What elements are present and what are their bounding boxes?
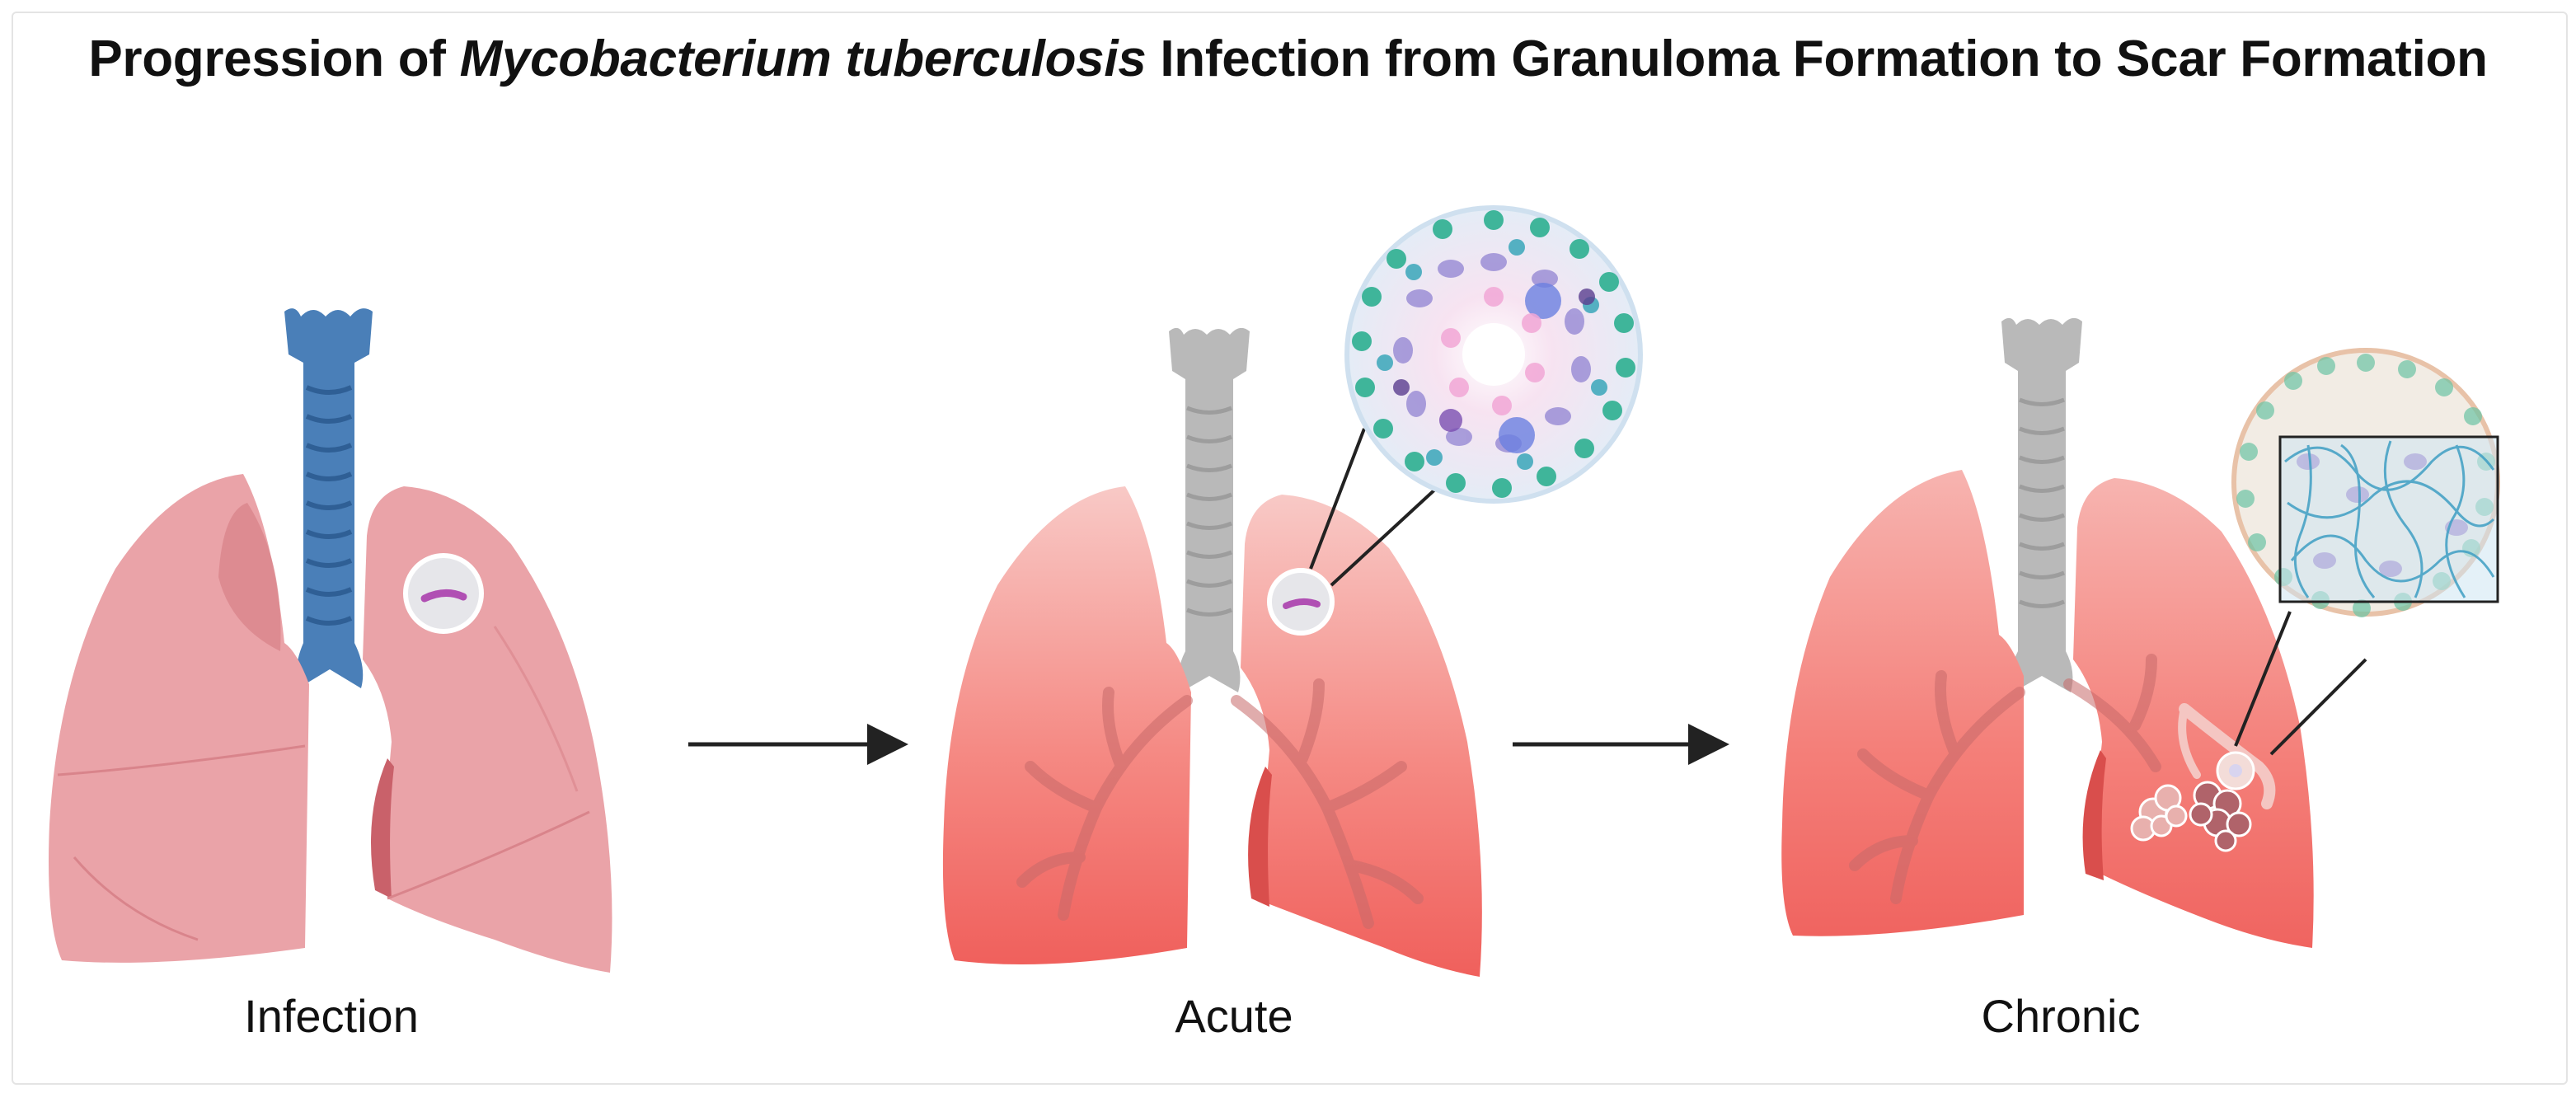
title-prefix: Progression of [88, 30, 460, 87]
fibrosis-zoom-icon [2231, 348, 2500, 617]
chronic-lungs [1781, 317, 2500, 948]
granuloma-nodule-icon [1267, 568, 1335, 636]
acute-bronchi [1016, 678, 1424, 929]
stage-label-acute: Acute [1175, 990, 1293, 1042]
chronic-trachea [2001, 317, 2082, 692]
scar-tissue-icon [2130, 703, 2276, 852]
chronic-bronchi [1849, 654, 2161, 904]
granuloma-zoom-icon [1344, 205, 1643, 504]
acute-trachea [1169, 327, 1250, 692]
figure-title: Progression of Mycobacterium tuberculosi… [0, 30, 2576, 88]
stage-label-chronic: Chronic [1982, 990, 2141, 1042]
acute-lungs [942, 205, 1643, 977]
stage-label-infection: Infection [244, 990, 419, 1042]
title-suffix: Infection from Granuloma Formation to Sc… [1146, 30, 2488, 87]
infection-lungs [49, 308, 612, 973]
infection-trachea [284, 308, 373, 688]
title-organism: Mycobacterium tuberculosis [459, 30, 1147, 87]
bacterium-nodule-icon [403, 553, 484, 634]
